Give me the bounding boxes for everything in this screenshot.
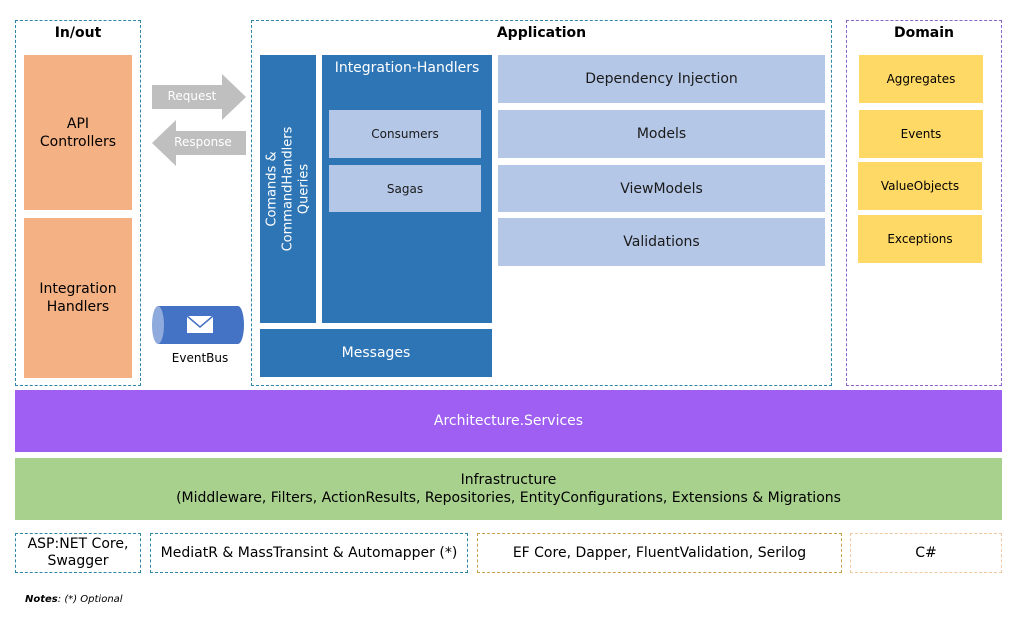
inout-panel: In/out (15, 20, 141, 386)
sagas-box: Sagas (329, 165, 481, 212)
events-box: Events (859, 110, 983, 158)
request-label: Request (167, 89, 217, 103)
models-box: Models (498, 110, 825, 158)
valueobjects-label: ValueObjects (880, 179, 960, 193)
eventbus-icon (152, 306, 244, 344)
infrastructure-details: (Middleware, Filters, ActionResults, Rep… (176, 490, 841, 506)
validations-box: Validations (498, 218, 825, 266)
sagas-label: Sagas (386, 181, 424, 196)
architecture-services-label: Architecture.Services (433, 413, 584, 429)
tech-efcore-label: EF Core, Dapper, FluentValidation, Seril… (512, 544, 807, 561)
response-label: Response (174, 135, 232, 149)
application-title: Application (496, 25, 587, 41)
infrastructure-bar: Infrastructure (Middleware, Filters, Act… (15, 458, 1002, 520)
tech-aspnet-label: ASP:NET Core, Swagger (27, 536, 129, 569)
notes-text: : (*) Optional (57, 594, 123, 605)
domain-panel: Domain (846, 20, 1002, 386)
messages-label: Messages (341, 345, 411, 361)
messages-box: Messages (260, 329, 492, 377)
tech-aspnet-box: ASP:NET Core, Swagger (15, 533, 141, 573)
valueobjects-box: ValueObjects (858, 162, 982, 210)
notes: Notes: (*) Optional (25, 594, 123, 605)
consumers-label: Consumers (371, 127, 439, 141)
aggregates-box: Aggregates (859, 55, 983, 103)
response-arrow (152, 120, 246, 166)
api-controllers-box: API Controllers (24, 55, 132, 210)
integration-handlers-label: Integration Handlers (39, 281, 117, 315)
inout-title: In/out (54, 25, 102, 41)
exceptions-box: Exceptions (858, 215, 982, 263)
tech-csharp-label: C# (915, 544, 937, 561)
notes-label: Notes (25, 594, 58, 605)
dependency-injection-label: Dependency Injection (585, 71, 738, 87)
viewmodels-box: ViewModels (498, 165, 825, 212)
dependency-injection-box: Dependency Injection (498, 55, 825, 103)
tech-mediatr-box: MediatR & MassTransint & Automapper (*) (150, 533, 468, 573)
tech-mediatr-label: MediatR & MassTransint & Automapper (*) (160, 544, 458, 561)
request-arrow (152, 74, 246, 120)
consumers-box: Consumers (329, 110, 481, 158)
models-label: Models (636, 126, 687, 142)
infrastructure-title: Infrastructure (460, 472, 557, 488)
viewmodels-label: ViewModels (620, 180, 703, 197)
aggregates-label: Aggregates (886, 72, 956, 86)
exceptions-label: Exceptions (887, 232, 953, 246)
architecture-services-bar: Architecture.Services (15, 390, 1002, 452)
tech-efcore-box: EF Core, Dapper, FluentValidation, Seril… (477, 533, 842, 573)
validations-label: Validations (623, 234, 700, 250)
commands-queries-box: Comands & CommandHandlers Queries (260, 55, 316, 323)
application-panel: Application (251, 20, 832, 386)
eventbus-label: EventBus (171, 351, 229, 365)
integration-handlers-box: Integration Handlers (24, 218, 132, 378)
integration-handlers-app-title: Integration-Handlers (334, 60, 480, 76)
api-controllers-label: API Controllers (39, 115, 117, 150)
domain-title: Domain (893, 25, 955, 41)
commands-queries-label: Comands & CommandHandlers Queries (264, 126, 311, 252)
tech-csharp-box: C# (850, 533, 1002, 573)
events-label: Events (900, 127, 942, 141)
